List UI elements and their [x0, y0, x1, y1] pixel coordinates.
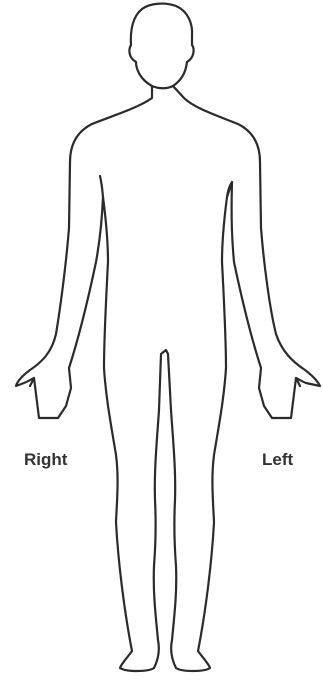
right-inner-arm-line: [100, 176, 103, 197]
right-side-label: Right: [24, 451, 67, 468]
left-side-label: Left: [262, 451, 293, 468]
head-outline: [129, 4, 193, 89]
body-outline: [16, 86, 320, 671]
